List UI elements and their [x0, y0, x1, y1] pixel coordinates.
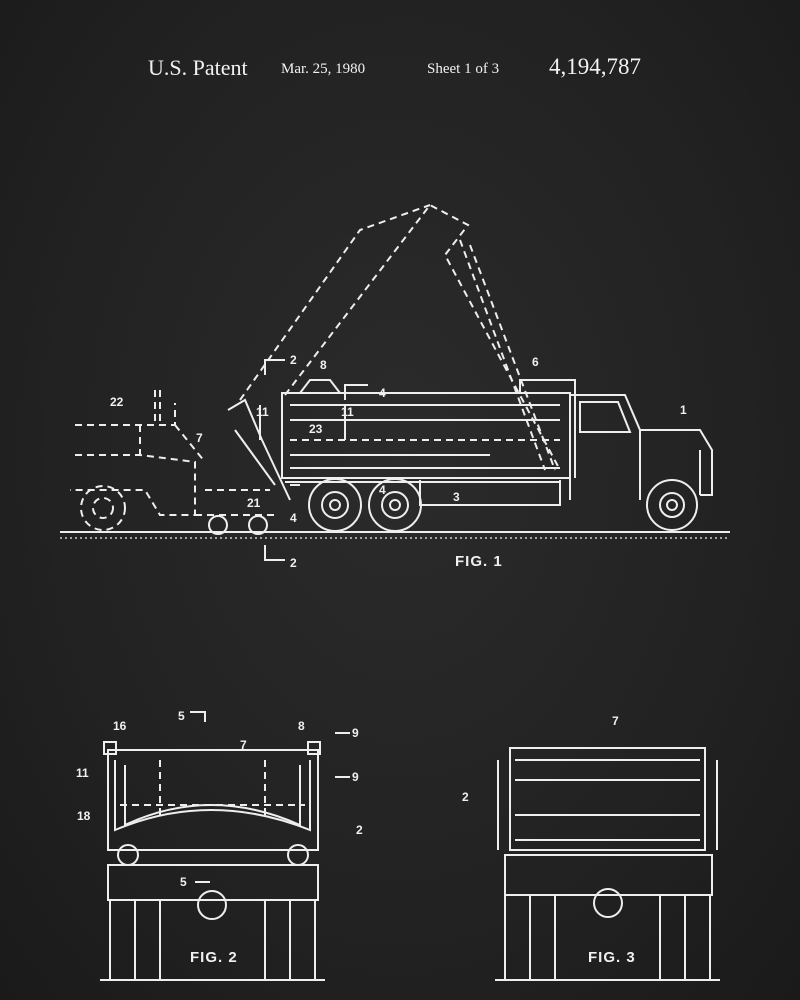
fig2-caption: FIG. 2 [190, 949, 238, 966]
fig1-labels: 1 3 6 8 2 4 4 22 7 23 21 11 11 4 2 [110, 353, 687, 570]
ref-label: 18 [77, 809, 91, 823]
fig2-drawing: 16 5 7 8 9 9 11 18 2 5 FIG. 2 [76, 709, 363, 981]
truck-wheels [308, 478, 698, 532]
fig3-caption: FIG. 3 [588, 949, 636, 966]
ref-label: 4 [379, 386, 386, 400]
raised-bed-outline [284, 203, 561, 471]
fig3-drawing: 7 2 FIG. 3 [462, 714, 720, 981]
ref-label: 1 [680, 403, 687, 417]
sheet-number: Sheet 1 of 3 [427, 61, 500, 77]
ref-label: 8 [298, 719, 305, 733]
ref-label: 4 [379, 483, 386, 497]
ref-label: 2 [290, 353, 297, 367]
ref-label: 5 [178, 709, 185, 723]
hoist-cylinder [459, 239, 556, 471]
ref-label: 8 [320, 358, 327, 372]
ref-label: 9 [352, 770, 359, 784]
ref-label: 11 [341, 405, 354, 419]
patent-title: U.S. Patent [148, 55, 248, 80]
ref-label: 7 [196, 431, 203, 445]
truck-cab [569, 394, 713, 500]
ref-label: 4 [290, 511, 297, 525]
ref-label: 7 [240, 738, 247, 752]
fig1-drawing: 1 3 6 8 2 4 4 22 7 23 21 11 11 4 2 FIG. … [60, 203, 730, 570]
raised-bed-tailgate [239, 204, 431, 401]
ref-label: 16 [113, 719, 127, 733]
ref-label: 5 [180, 875, 187, 889]
patent-number: 4,194,787 [549, 54, 641, 79]
patent-date: Mar. 25, 1980 [281, 61, 366, 77]
ref-label: 6 [532, 355, 539, 369]
ref-label: 21 [247, 496, 261, 510]
chassis [285, 480, 561, 506]
ref-label: 11 [256, 405, 269, 419]
ref-label: 23 [309, 422, 323, 436]
paver-machine [70, 390, 291, 535]
ref-label: 3 [453, 490, 460, 504]
ref-label: 11 [76, 766, 89, 780]
dump-body [281, 379, 576, 479]
ref-label: 22 [110, 395, 124, 409]
ref-label: 2 [462, 790, 469, 804]
ref-label: 2 [356, 823, 363, 837]
ref-label: 7 [612, 714, 619, 728]
ref-label: 2 [290, 556, 297, 570]
ref-label: 9 [352, 726, 359, 740]
fig1-caption: FIG. 1 [455, 553, 503, 570]
section-arrows [259, 359, 368, 561]
